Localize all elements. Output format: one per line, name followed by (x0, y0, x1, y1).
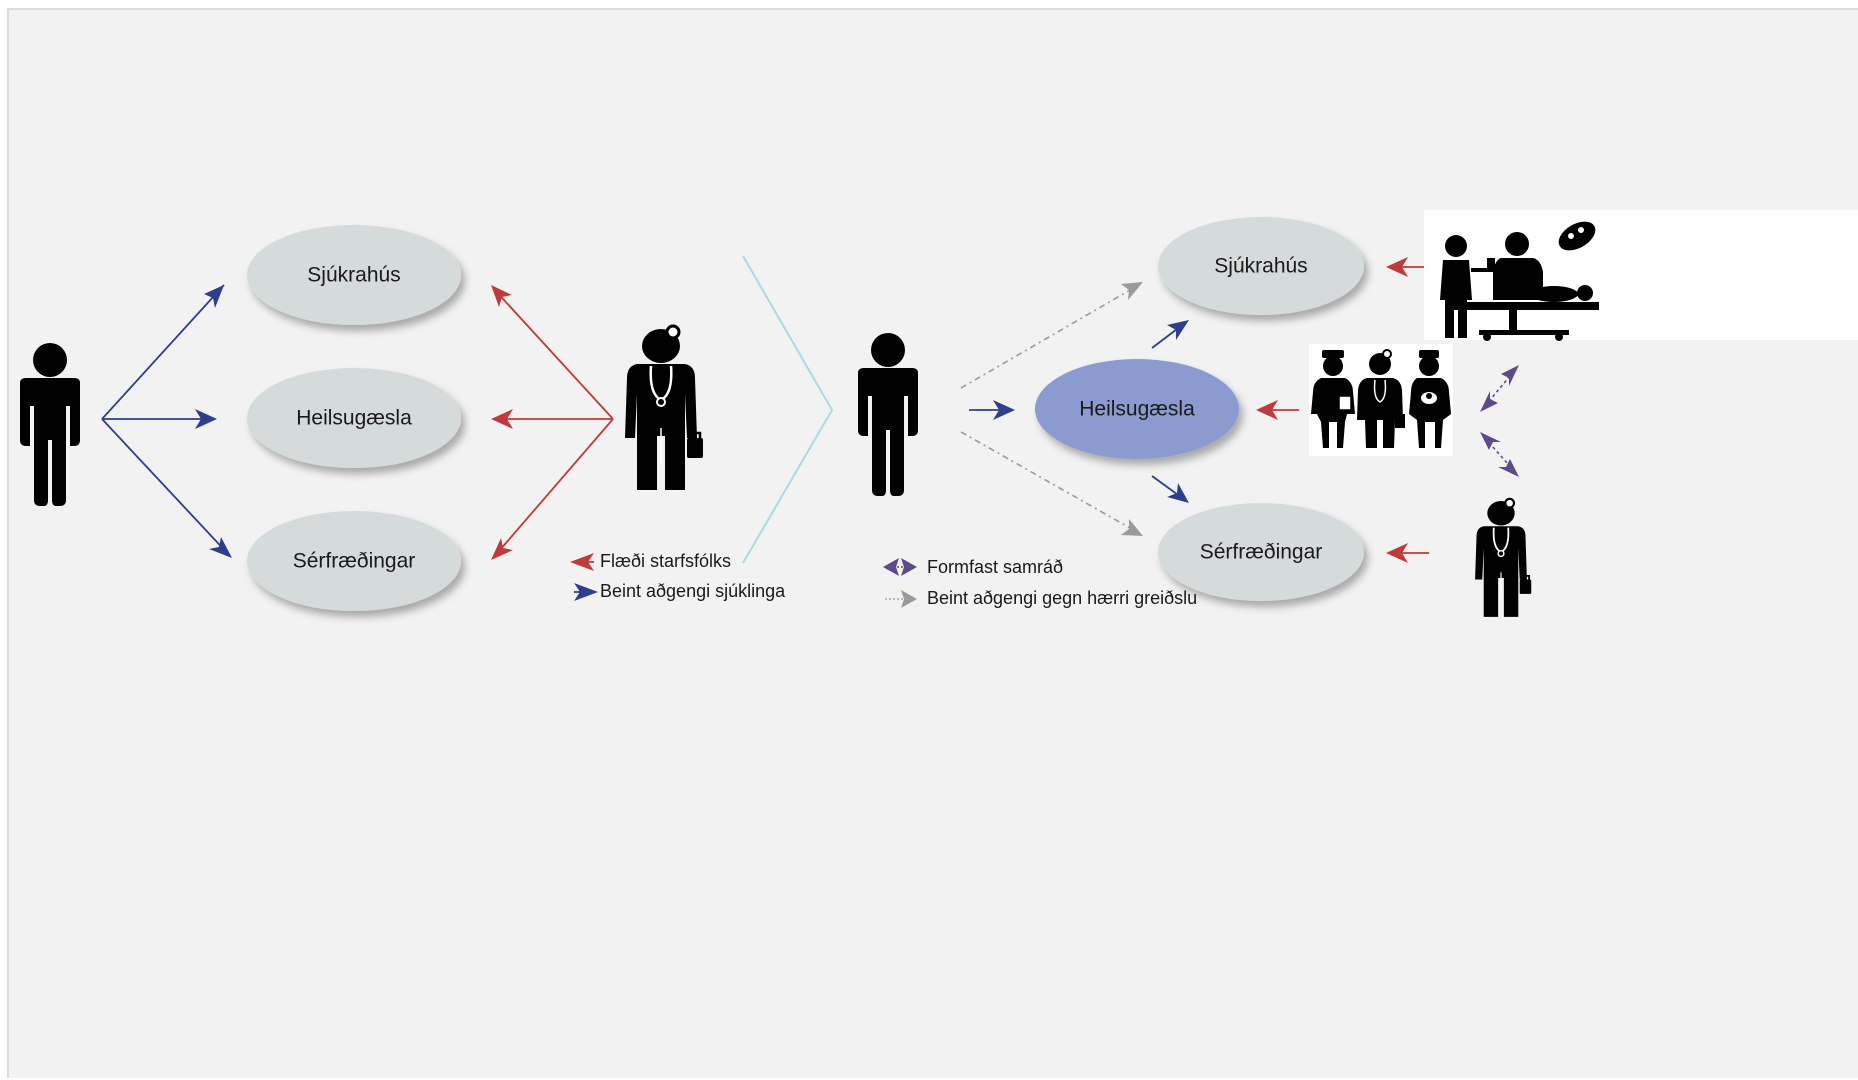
legend-paid-access-arrow-icon (885, 590, 917, 608)
arrowhead-referral-to-hospital (1167, 320, 1189, 340)
node-hospital-label: Sjúkrahús (1214, 255, 1307, 278)
patient-person-icon (858, 333, 918, 496)
node-primary-care: Heilsugæsla (247, 368, 461, 468)
node-hospital-label: Sjúkrahús (307, 264, 400, 287)
arrowhead-patient-to-primary-care (993, 400, 1015, 420)
legend-direct-access-label: Beint aðgengi sjúklinga (600, 581, 786, 601)
node-hospital: Sjúkrahús (1158, 217, 1364, 315)
patient-person-icon (20, 343, 80, 506)
paid-access-arrowheads (1121, 282, 1143, 536)
specialist-doctor-icon (1473, 497, 1533, 618)
legend-formal-consultation-label: Formfast samráð (927, 557, 1063, 577)
right-legend: Formfast samráð Beint aðgengi gegn hærri… (883, 557, 1197, 608)
arrow-patient-to-hospital (101, 284, 225, 420)
staff-arrowheads-right (1256, 257, 1408, 563)
legend-formal-consultation-arrow-icon (883, 558, 917, 576)
legend-staff-flow-label: Flæði starfsfólks (600, 551, 731, 571)
node-specialists-label: Sérfræðingar (293, 550, 416, 573)
staff-flow-arrowheads (491, 285, 513, 560)
doctor-icon (623, 324, 705, 492)
formal-consultation-arrows (1480, 365, 1519, 477)
direct-access-arrows (101, 284, 231, 557)
legend-staff-flow-arrow-icon (570, 553, 594, 571)
legend-direct-access-arrow-icon (574, 583, 598, 601)
paid-access-arrows (960, 285, 1138, 533)
right-model: Sjúkrahús Heilsugæsla Sérfræðingar (858, 210, 1858, 618)
arrow-paid-to-hospital (960, 285, 1138, 389)
nurse-doctor-midwife-icon (1309, 344, 1453, 456)
direct-access-arrowheads (195, 285, 232, 558)
arrow-patient-to-specialists (101, 418, 231, 557)
arrow-paid-to-specialists (960, 431, 1138, 533)
node-primary-care-label: Heilsugæsla (1079, 398, 1195, 421)
node-primary-care-label: Heilsugæsla (296, 407, 412, 430)
node-primary-care: Heilsugæsla (1035, 359, 1239, 459)
staff-flow-arrows (492, 287, 614, 559)
slide-canvas: Sjúkrahús Heilsugæsla Sérfræðingar (7, 8, 1858, 1078)
left-legend: Flæði starfsfólks Beint aðgengi sjúkling… (570, 551, 786, 601)
healthcare-model-diagram: Sjúkrahús Heilsugæsla Sérfræðingar (20, 210, 1858, 618)
arrow-staff-to-specialists (492, 418, 614, 559)
left-model: Sjúkrahús Heilsugæsla Sérfræðingar (20, 225, 786, 611)
node-specialists-label: Sérfræðingar (1200, 541, 1323, 564)
separator-chevron (742, 255, 834, 564)
legend-paid-access-label: Beint aðgengi gegn hærri greiðslu (927, 588, 1197, 608)
arrow-staff-to-hospital (492, 287, 614, 420)
node-specialists: Sérfræðingar (1158, 503, 1364, 601)
arrowhead-referral-to-specialists (1167, 483, 1189, 503)
surgery-team-icon (1424, 210, 1858, 341)
node-specialists: Sérfræðingar (247, 511, 461, 611)
node-hospital: Sjúkrahús (247, 225, 461, 325)
